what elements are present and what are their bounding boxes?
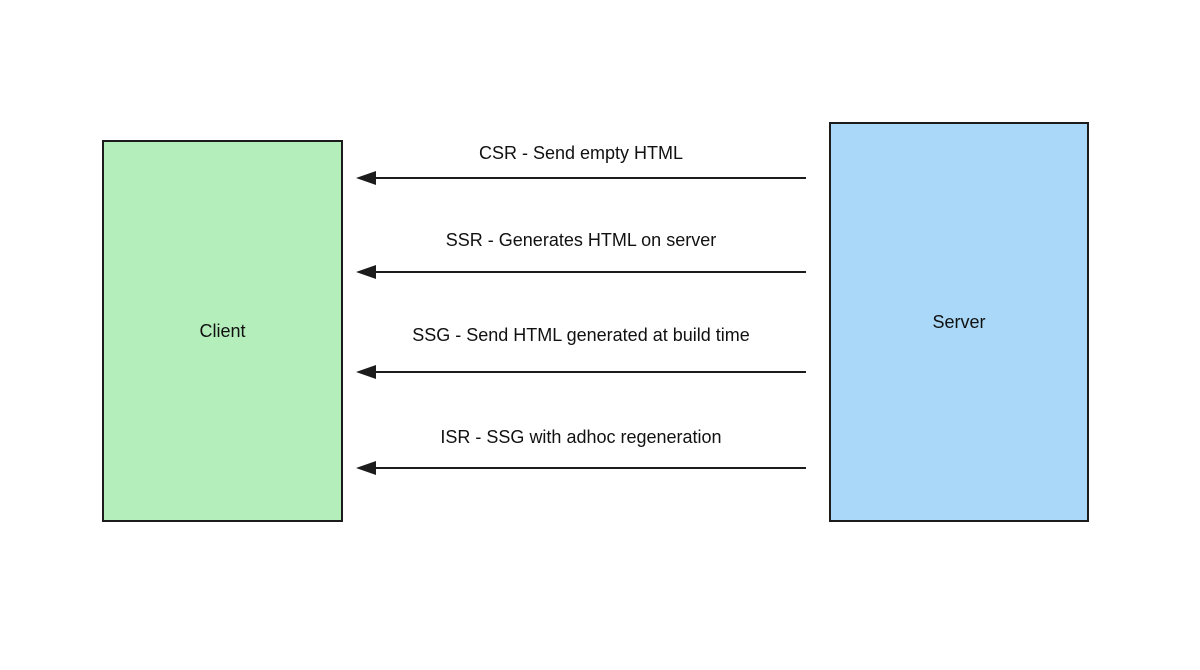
message-label-ssg: SSG - Send HTML generated at build time (412, 325, 750, 345)
arrow-shaft (372, 467, 806, 469)
client-box: Client (102, 140, 343, 522)
message-label-isr: ISR - SSG with adhoc regeneration (440, 427, 722, 447)
server-box: Server (829, 122, 1089, 522)
arrow-head-icon (356, 461, 376, 475)
isr-arrow-left-icon (356, 461, 806, 475)
csr-arrow-left-icon (356, 171, 806, 185)
client-box-label: Client (199, 320, 246, 341)
arrow-shaft (372, 177, 806, 179)
arrow-head-icon (356, 365, 376, 379)
message-label-ssr: SSR - Generates HTML on server (445, 230, 717, 250)
arrow-head-icon (356, 171, 376, 185)
arrow-shaft (372, 371, 806, 373)
server-box-label: Server (932, 311, 986, 332)
ssg-arrow-left-icon (356, 365, 806, 379)
arrow-head-icon (356, 265, 376, 279)
arrow-shaft (372, 271, 806, 273)
message-label-csr: CSR - Send empty HTML (478, 143, 684, 163)
ssr-arrow-left-icon (356, 265, 806, 279)
